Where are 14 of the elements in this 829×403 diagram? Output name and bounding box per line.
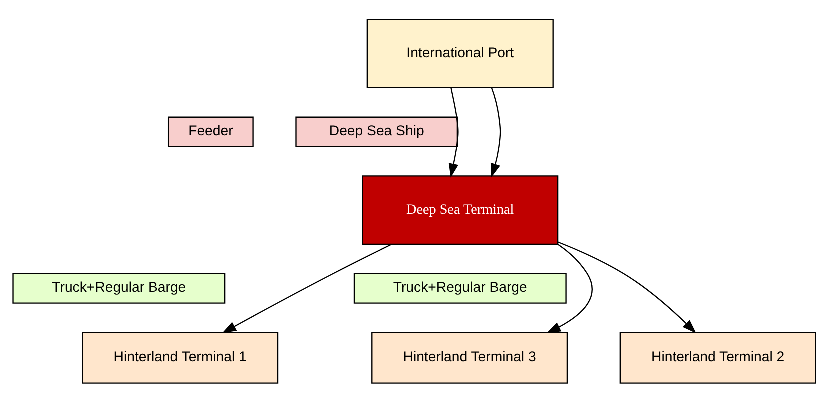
node-box: Hinterland Terminal 2 (620, 332, 816, 384)
node-box: Feeder (168, 116, 254, 148)
node-box: Hinterland Terminal 1 (82, 332, 279, 384)
node-box: Truck+Regular Barge (354, 273, 567, 304)
node-box: Deep Sea Ship (296, 116, 458, 148)
node-box: Deep Sea Terminal (362, 176, 559, 246)
arrow (490, 88, 502, 178)
arrow (558, 242, 696, 334)
node-box: Truck+Regular Barge (12, 273, 226, 304)
arrow (546, 244, 593, 334)
arrow (448, 88, 459, 178)
arrow (222, 244, 392, 334)
node-box: International Port (366, 19, 554, 89)
node-box: Hinterland Terminal 3 (372, 332, 568, 384)
